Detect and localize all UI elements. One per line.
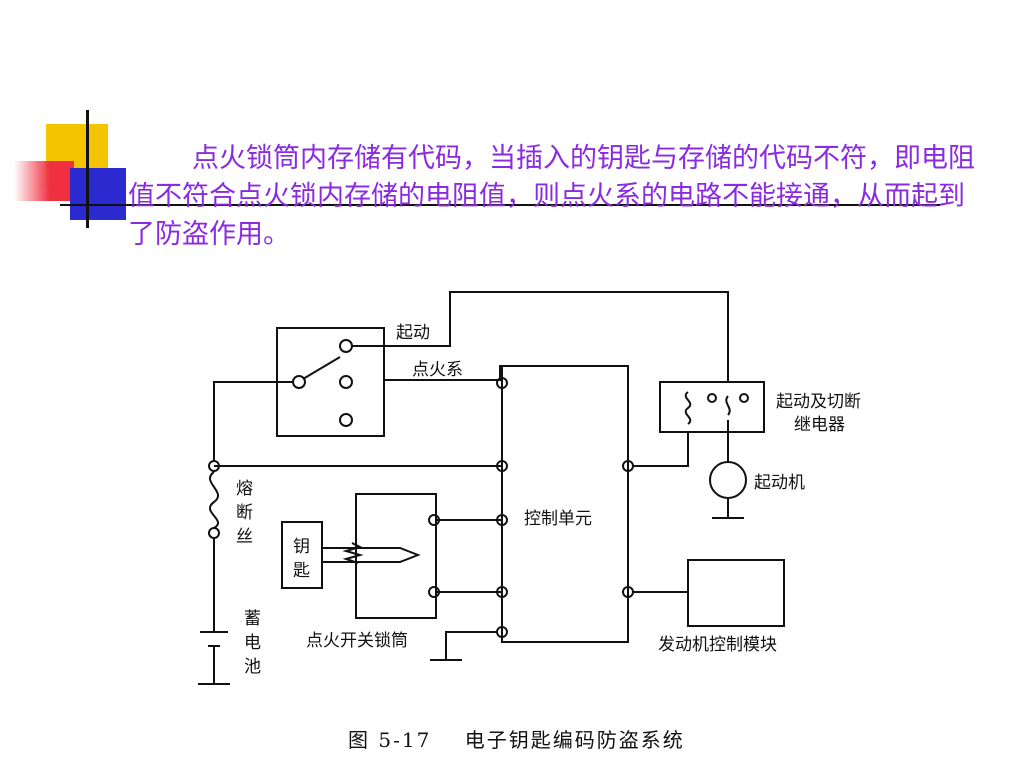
cu-terminal-lock-1: [496, 514, 508, 526]
label-fuse-2: 断: [236, 503, 253, 523]
label-relay-line1: 起动及切断: [776, 392, 861, 412]
fuse-element: [208, 471, 220, 529]
switch-contact-start: [339, 339, 353, 353]
label-ignition-system: 点火系: [412, 360, 463, 380]
key-blade: [322, 547, 421, 563]
label-relay-line2: 继电器: [794, 415, 845, 435]
engine-module-box: [687, 559, 785, 627]
label-fuse-1: 熔: [236, 479, 253, 499]
label-battery-3: 池: [244, 657, 261, 677]
wire-cu-relay: [633, 432, 689, 467]
figure-caption: 图 5-17 电子钥匙编码防盗系统: [348, 728, 685, 752]
label-key-2: 匙: [293, 561, 310, 581]
wire-start: [352, 291, 729, 382]
description-paragraph: 点火锁筒内存储有代码，当插入的钥匙与存储的代码不符，即电阻值不符合点火锁内存储的…: [128, 143, 975, 250]
label-start: 起动: [396, 323, 430, 343]
starter-motor-symbol: [709, 461, 747, 499]
relay-switch: [725, 395, 731, 416]
relay-contact-2: [739, 393, 749, 403]
fuse-terminal-top: [208, 460, 220, 472]
lock-terminal-upper: [428, 514, 440, 526]
fuse-terminal-bottom: [208, 527, 220, 539]
decor-blue-square: [70, 168, 126, 220]
label-control-unit: 控制单元: [524, 509, 592, 529]
cu-terminal-ignition: [496, 377, 508, 389]
decor-vertical-line: [86, 110, 89, 228]
relay-box: [659, 381, 765, 433]
switch-contact-ignition: [339, 375, 353, 389]
label-key-1: 钥: [293, 537, 310, 557]
label-engine-module: 发动机控制模块: [658, 635, 777, 655]
relay-coil: [684, 391, 692, 425]
label-battery-2: 电: [244, 633, 261, 653]
label-battery-1: 蓄: [244, 609, 261, 629]
control-unit-box: [501, 365, 629, 643]
lock-cylinder-box: [355, 493, 437, 619]
switch-contact-off: [339, 413, 353, 427]
label-lock-cylinder: 点火开关锁筒: [306, 631, 408, 651]
switch-lever: [302, 356, 341, 380]
wire-supply-left: [213, 381, 293, 462]
relay-contact-1: [707, 393, 717, 403]
label-starter-motor: 起动机: [754, 473, 805, 493]
lock-resistor: [342, 542, 364, 564]
decor-red-square: [14, 161, 74, 201]
wire-cu-ground: [445, 631, 497, 660]
decor-horizontal-line: [60, 204, 940, 206]
key-box: [281, 521, 323, 589]
label-fuse-3: 丝: [236, 527, 253, 547]
lock-terminal-lower: [428, 586, 440, 598]
cu-terminal-power: [496, 460, 508, 472]
cu-terminal-lock-2: [496, 586, 508, 598]
